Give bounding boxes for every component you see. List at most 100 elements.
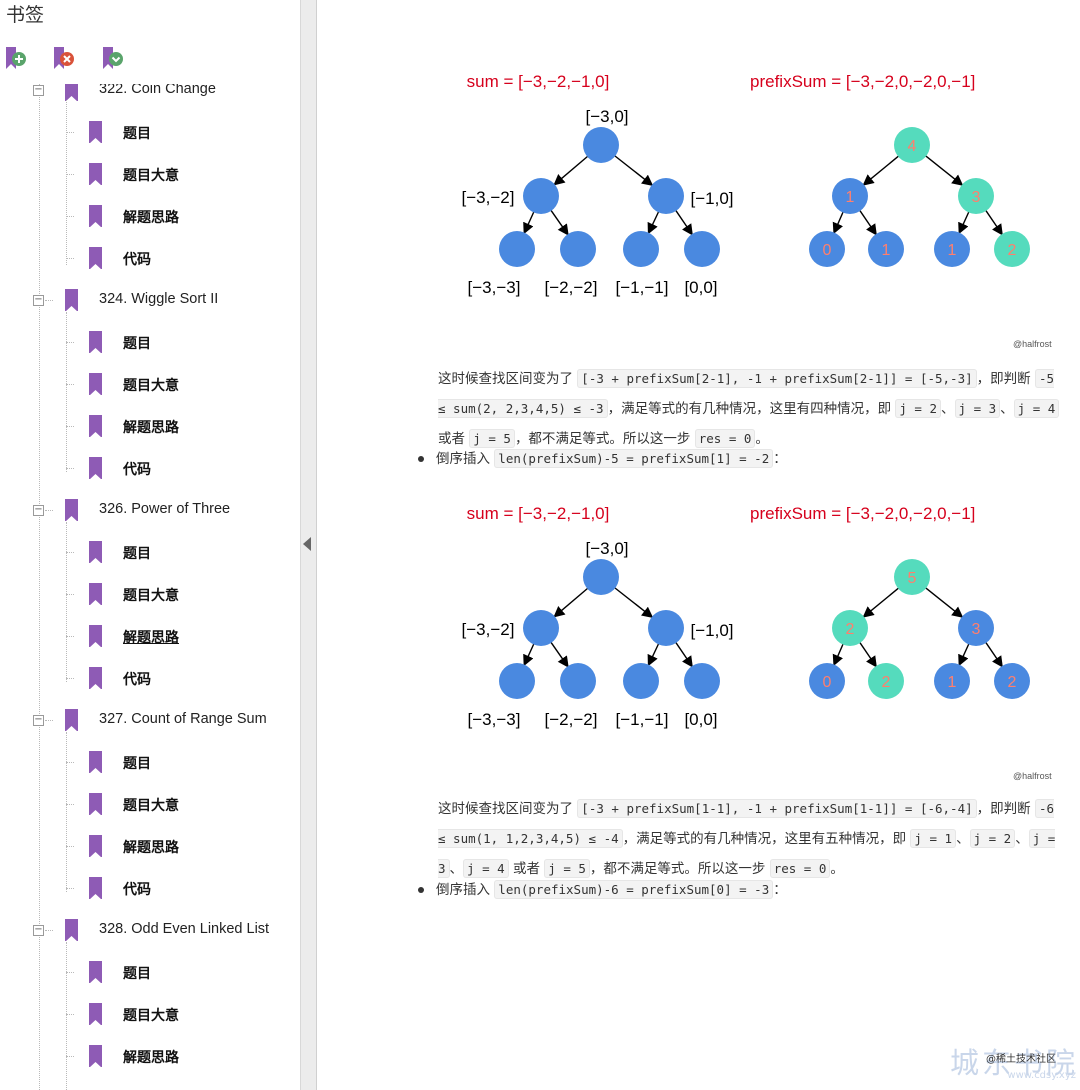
tree-connector: [66, 522, 67, 682]
tree-edge: [958, 211, 970, 235]
bookmark-icon: [89, 961, 102, 983]
bookmark-icon: [89, 415, 102, 437]
bookmark-icon: [89, 121, 102, 143]
collapse-toggle-icon[interactable]: −: [33, 84, 44, 96]
add-bookmark-button[interactable]: [4, 45, 32, 71]
bookmark-icon: [65, 709, 78, 731]
tree-edge: [550, 209, 569, 236]
segment-label: [−1,−1]: [616, 710, 669, 729]
bookmark-options-button[interactable]: [101, 45, 129, 71]
tree-connector: [66, 426, 74, 427]
collapse-toggle-icon[interactable]: −: [33, 294, 44, 306]
tree-edge: [550, 641, 569, 668]
bookmark-section[interactable]: −326. Power of Three: [0, 491, 300, 529]
segment-label: [−3,−2]: [462, 620, 515, 639]
tree-connector: [66, 552, 74, 553]
bookmark-item[interactable]: 解题思路: [0, 197, 300, 235]
bookmark-item[interactable]: 题目: [0, 323, 300, 361]
bookmark-icon: [89, 877, 102, 899]
bookmark-item[interactable]: 解题思路: [0, 1037, 300, 1075]
tree-edge: [958, 643, 970, 667]
segment-tree-node: [499, 231, 535, 267]
collapse-toggle-icon[interactable]: −: [33, 714, 44, 726]
tree-edge: [832, 211, 844, 235]
count-tree-node: [868, 663, 904, 699]
tree-diagram: sum = [−3,−2,−1,0]prefixSum = [−3,−2,0,−…: [462, 504, 1030, 729]
node-value: 0: [823, 674, 832, 691]
bookmark-item[interactable]: 代码: [0, 659, 300, 697]
watermark-credit: @稀土技术社区: [986, 1054, 1056, 1065]
tree-edge: [862, 587, 900, 618]
segment-label: [−3,−3]: [468, 278, 521, 297]
bookmark-item[interactable]: 题目大意: [0, 785, 300, 823]
bookmark-item[interactable]: 题目大意: [0, 995, 300, 1033]
bookmark-item[interactable]: 解题思路: [0, 617, 300, 655]
remove-bookmark-button[interactable]: [52, 45, 80, 71]
bookmark-item[interactable]: 代码: [0, 239, 300, 277]
bookmark-item[interactable]: 题目: [0, 743, 300, 781]
tree-connector: [66, 762, 74, 763]
bookmark-item-label: 题目: [123, 966, 151, 982]
tree-edge: [858, 641, 877, 668]
bookmark-item-label: 解题思路: [123, 1050, 179, 1066]
bookmark-section[interactable]: −327. Count of Range Sum: [0, 701, 300, 739]
count-tree-node: [934, 663, 970, 699]
collapse-toggle-icon[interactable]: −: [33, 924, 44, 936]
tree-edge: [862, 155, 900, 186]
tree-connector: [66, 594, 74, 595]
bookmark-item[interactable]: 代码: [0, 449, 300, 487]
bookmark-item-label: 题目大意: [123, 378, 179, 394]
bookmark-icon: [89, 247, 102, 269]
collapse-arrow-icon[interactable]: [303, 537, 311, 551]
segment-tree-node: [523, 610, 559, 646]
tree-connector: [66, 804, 74, 805]
tree-connector: [66, 174, 74, 175]
bookmark-item[interactable]: 题目: [0, 533, 300, 571]
node-value: 1: [882, 242, 891, 259]
bookmark-icon: [89, 793, 102, 815]
bookmark-item-label: 解题思路: [123, 420, 179, 436]
tree-connector: [66, 678, 74, 679]
bookmark-icon: [89, 625, 102, 647]
bookmark-icon: [89, 835, 102, 857]
tree-connector: [45, 300, 53, 301]
tree-connector: [66, 888, 74, 889]
sidebar-splitter[interactable]: [300, 0, 317, 1090]
bookmark-icon: [89, 1045, 102, 1067]
bookmark-item[interactable]: 题目大意: [0, 155, 300, 193]
count-tree-node: [809, 663, 845, 699]
bookmark-item[interactable]: 代码: [0, 869, 300, 907]
segment-tree-node: [623, 663, 659, 699]
segment-tree-node: [684, 663, 720, 699]
tree-edge: [523, 211, 535, 235]
watermark-url: www.cdsy.xyz: [1007, 1070, 1076, 1081]
count-tree-node: [994, 663, 1030, 699]
bookmark-item-label: 代码: [123, 462, 151, 478]
segment-tree-node: [684, 231, 720, 267]
bookmark-item[interactable]: 解题思路: [0, 827, 300, 865]
tree-connector: [45, 510, 53, 511]
tree-edge: [553, 587, 589, 618]
figure-credit: @halfrost: [1013, 339, 1052, 349]
bookmark-icon: [89, 205, 102, 227]
count-tree-node: [894, 559, 930, 595]
node-value: 4: [908, 138, 917, 155]
bookmark-section[interactable]: −322. Coin Change: [0, 84, 300, 109]
count-tree-node: [809, 231, 845, 267]
count-tree-node: [958, 610, 994, 646]
bookmark-item[interactable]: 题目: [0, 113, 300, 151]
bookmark-item[interactable]: 题目大意: [0, 365, 300, 403]
tree-connector: [66, 342, 74, 343]
bookmark-section-label: 324. Wiggle Sort II: [99, 291, 219, 307]
bookmark-item-label: 解题思路: [123, 210, 179, 226]
bookmark-item[interactable]: 题目大意: [0, 575, 300, 613]
sum-label: sum = [−3,−2,−1,0]: [467, 504, 610, 523]
bookmark-item[interactable]: 解题思路: [0, 407, 300, 445]
collapse-toggle-icon[interactable]: −: [33, 504, 44, 516]
bookmark-item-label: 题目大意: [123, 588, 179, 604]
bookmark-section[interactable]: −328. Odd Even Linked List: [0, 911, 300, 949]
bookmark-icon: [89, 331, 102, 353]
bookmark-section[interactable]: − 324. Wiggle Sort II: [0, 281, 300, 319]
bookmark-item[interactable]: 题目: [0, 953, 300, 991]
